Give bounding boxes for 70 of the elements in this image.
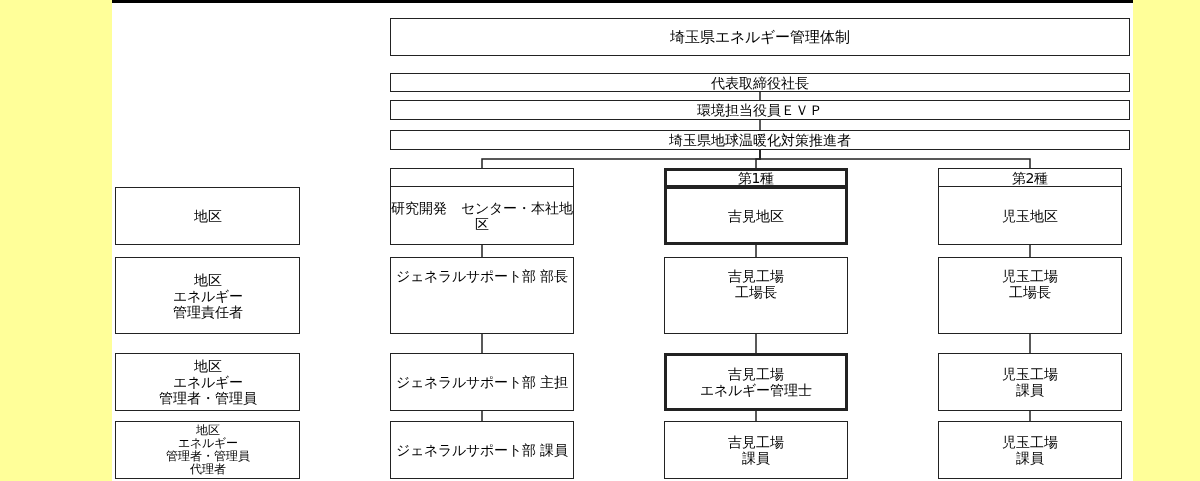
org-box <box>115 257 300 334</box>
role-label: 環境担当役員ＥＶＰ <box>697 102 823 118</box>
org-box <box>390 421 574 479</box>
role-label: 第1種 <box>737 170 775 186</box>
role-label: 埼玉県エネルギー管理体制 <box>670 29 850 45</box>
role-label: 管理者・管理員 <box>158 390 257 406</box>
connector-line <box>481 410 483 422</box>
org-box <box>664 257 848 334</box>
connector-line <box>759 91 761 101</box>
role-label: ジェネラルサポート部 主担 <box>395 374 569 390</box>
role-label: 児玉地区 <box>1002 207 1058 224</box>
org-box <box>115 187 300 245</box>
role-label: 吉見工場 <box>728 434 784 450</box>
org-box <box>938 186 1122 245</box>
role-label: 代理者 <box>189 463 226 476</box>
role-label: 課員 <box>1016 382 1044 398</box>
role-label: 埼玉県地球温暖化対策推進者 <box>669 132 851 148</box>
org-box <box>938 168 1122 188</box>
role-label: 課員 <box>1016 450 1044 466</box>
role-label: エネルギー <box>172 374 243 390</box>
role-label: ジェネラルサポート部 課員 <box>395 442 569 458</box>
title-box <box>390 18 1130 56</box>
role-label: 代表取締役社長 <box>711 74 809 91</box>
connector-line <box>1029 244 1031 258</box>
connector-line <box>759 119 761 131</box>
role-label: 課員 <box>742 450 770 466</box>
org-box <box>938 257 1122 334</box>
org-box <box>390 353 574 411</box>
org-box <box>664 421 848 479</box>
org-box <box>115 353 300 411</box>
role-label: 児玉工場 <box>1002 366 1058 382</box>
role-label: 管理者・管理員 <box>165 450 250 463</box>
role-label: 吉見地区 <box>728 207 784 224</box>
connector-line <box>755 244 757 258</box>
org-box <box>390 257 574 334</box>
connector-line <box>481 244 483 258</box>
connector-line <box>1029 410 1031 422</box>
role-label: 児玉工場 <box>1002 434 1058 450</box>
org-box <box>115 421 300 479</box>
role-label: 地区 <box>193 358 222 374</box>
connector-line <box>481 333 483 354</box>
org-box <box>664 168 848 188</box>
role-label: 工場長 <box>735 284 777 300</box>
role-label: 地区 <box>193 208 222 224</box>
org-box <box>390 73 1130 92</box>
org-box <box>938 353 1122 411</box>
empty-header-box <box>390 168 574 188</box>
connector-line <box>755 410 757 422</box>
role-label: 管理責任者 <box>172 303 243 320</box>
role-label: 地区 <box>193 271 222 288</box>
org-box <box>938 421 1122 479</box>
role-label: 研究開発 センター・本社地区 <box>391 199 573 232</box>
org-box <box>664 353 848 411</box>
org-box <box>390 186 574 245</box>
connector-line <box>759 149 1031 169</box>
role-label: エネルギー <box>177 437 238 450</box>
org-box <box>390 100 1130 120</box>
org-box <box>390 130 1130 150</box>
role-label: エネルギー管理士 <box>700 382 812 398</box>
role-label: 吉見工場 <box>728 268 784 284</box>
role-label: 吉見工場 <box>728 366 784 382</box>
role-label: 児玉工場 <box>1002 268 1058 284</box>
role-label: 第2種 <box>1011 170 1049 186</box>
role-label: 地区 <box>195 424 220 437</box>
role-label: ジェネラルサポート部 部長 <box>395 268 569 284</box>
role-label: 工場長 <box>1009 284 1051 300</box>
connector-line <box>755 333 757 354</box>
role-label: エネルギー <box>172 287 243 304</box>
org-box <box>664 186 848 245</box>
connector-line <box>1029 333 1031 354</box>
